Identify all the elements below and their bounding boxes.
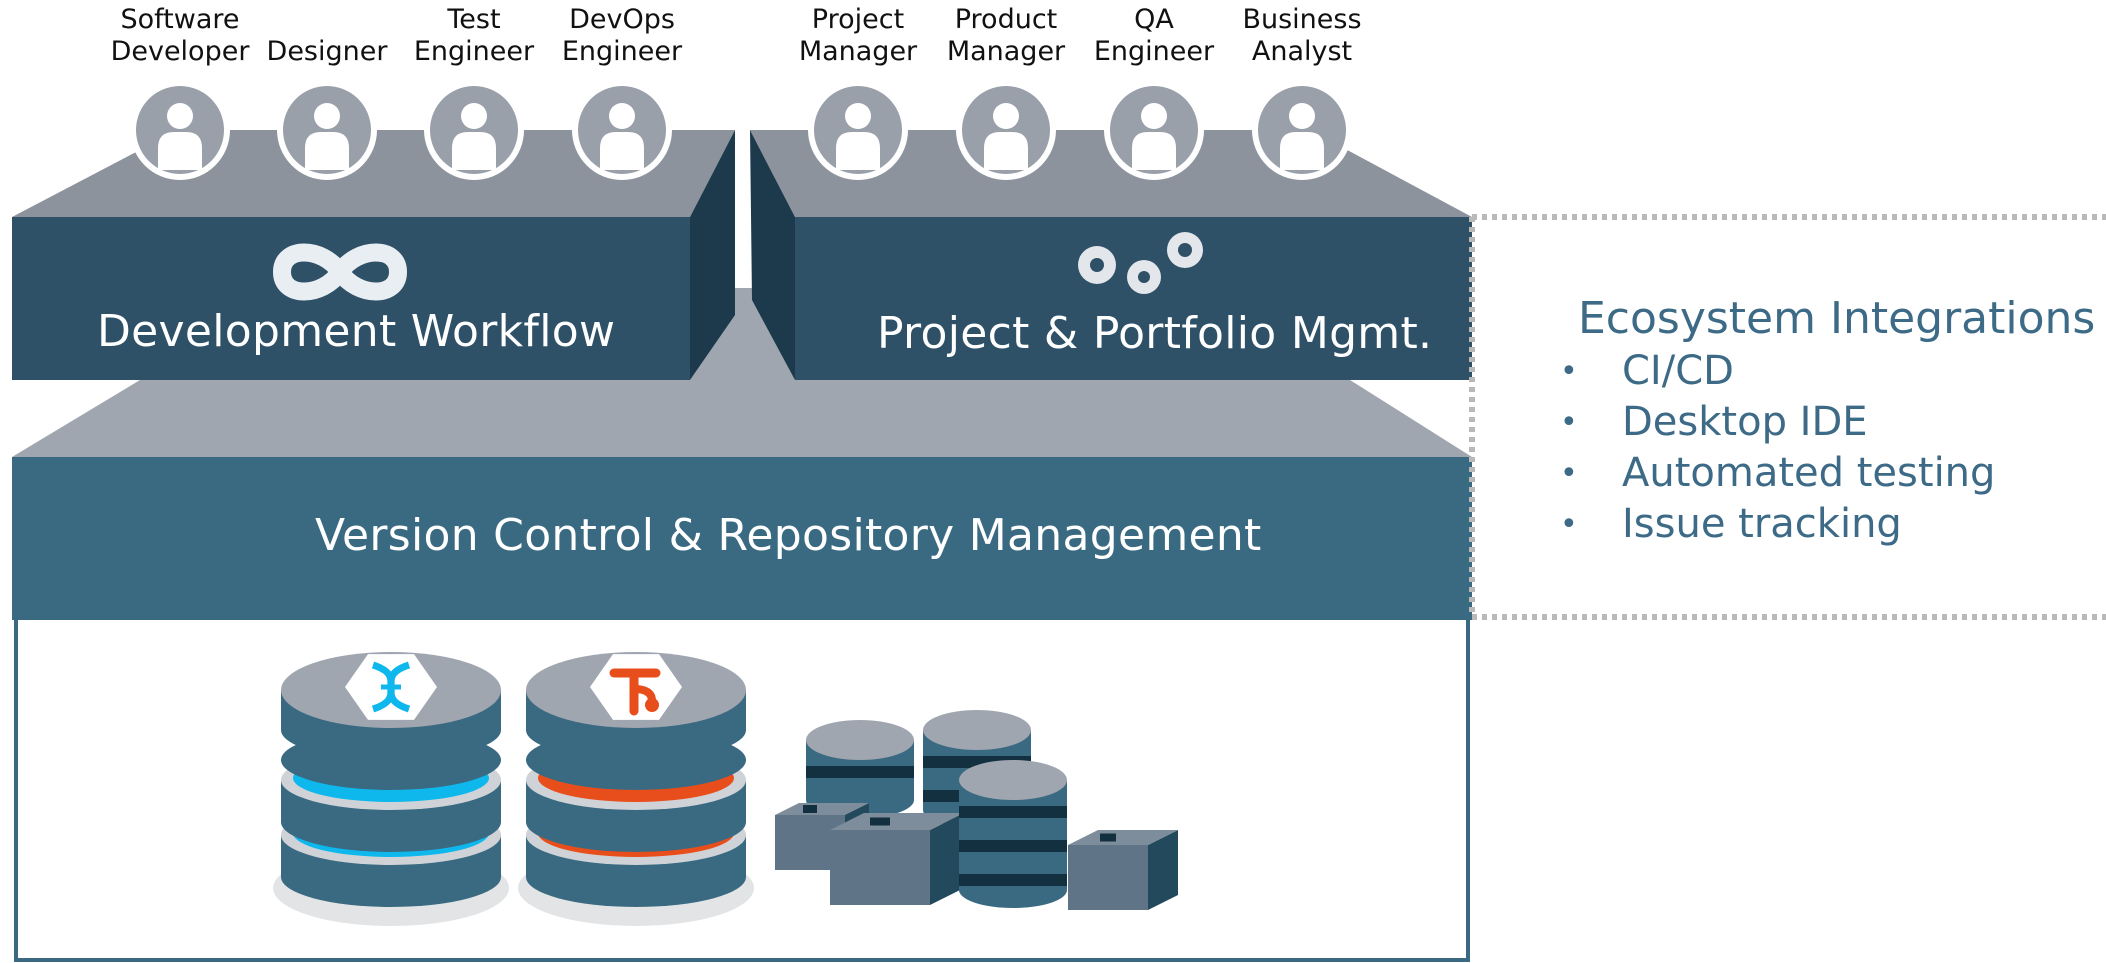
development-workflow-panel <box>12 217 690 380</box>
left-panel-side <box>690 130 735 380</box>
packages-and-databases-icon <box>775 710 1178 910</box>
version-control-title: Version Control & Repository Management <box>315 510 1262 561</box>
project-portfolio-panel <box>795 217 1472 380</box>
branch-merge-icon <box>609 668 661 716</box>
role-label: Test Engineer <box>413 4 535 67</box>
user-avatar-icon <box>1104 80 1204 180</box>
role-label: Software Developer <box>110 4 250 67</box>
ecosystem-item-label: Automated testing <box>1622 450 1996 496</box>
database-stack <box>518 652 754 926</box>
gears-icon <box>1078 232 1203 294</box>
user-avatar-icon <box>424 80 524 180</box>
ecosystem-title: Ecosystem Integrations <box>1578 293 2096 344</box>
role-label: Business Analyst <box>1242 4 1362 67</box>
role-label: Designer <box>266 36 388 67</box>
user-avatar-icon <box>1252 80 1352 180</box>
development-workflow-title: Development Workflow <box>97 306 616 357</box>
role-label: DevOps Engineer <box>561 4 683 67</box>
base-slope <box>12 380 1472 457</box>
role-label: QA Engineer <box>1093 4 1215 67</box>
repository-stacks <box>273 652 754 926</box>
ecosystem-item-label: CI/CD <box>1622 348 1734 394</box>
database-stack <box>273 652 509 926</box>
ecosystem-item: •CI/CD <box>1560 348 1734 394</box>
role-label: Project Manager <box>798 4 918 67</box>
ecosystem-item: •Desktop IDE <box>1560 399 1868 445</box>
dna-helix-icon <box>371 661 411 713</box>
ecosystem-item-label: Desktop IDE <box>1622 399 1868 445</box>
ecosystem-item: •Automated testing <box>1560 450 1996 496</box>
ecosystem-list: •CI/CD •Desktop IDE •Automated testing •… <box>1560 346 2100 550</box>
project-portfolio-title: Project & Portfolio Mgmt. <box>877 308 1433 359</box>
small-database <box>959 760 1067 908</box>
package-box <box>1068 830 1178 910</box>
ecosystem-item: •Issue tracking <box>1560 501 1902 547</box>
infinity-icon <box>272 243 408 301</box>
ecosystem-item-label: Issue tracking <box>1622 501 1902 547</box>
user-avatar-icon <box>572 80 672 180</box>
version-control-band <box>12 457 1472 620</box>
ecosystem-integrations: Ecosystem Integrations •CI/CD •Desktop I… <box>1560 292 2100 550</box>
storage-frame <box>14 620 1470 962</box>
role-avatars <box>130 80 1352 180</box>
user-avatar-icon <box>130 80 230 180</box>
right-panel-side <box>750 130 795 380</box>
user-avatar-icon <box>277 80 377 180</box>
role-label: Product Manager <box>946 4 1066 67</box>
user-avatar-icon <box>808 80 908 180</box>
user-avatar-icon <box>956 80 1056 180</box>
ecosystem-frame <box>1469 214 2106 620</box>
package-box <box>830 813 964 905</box>
